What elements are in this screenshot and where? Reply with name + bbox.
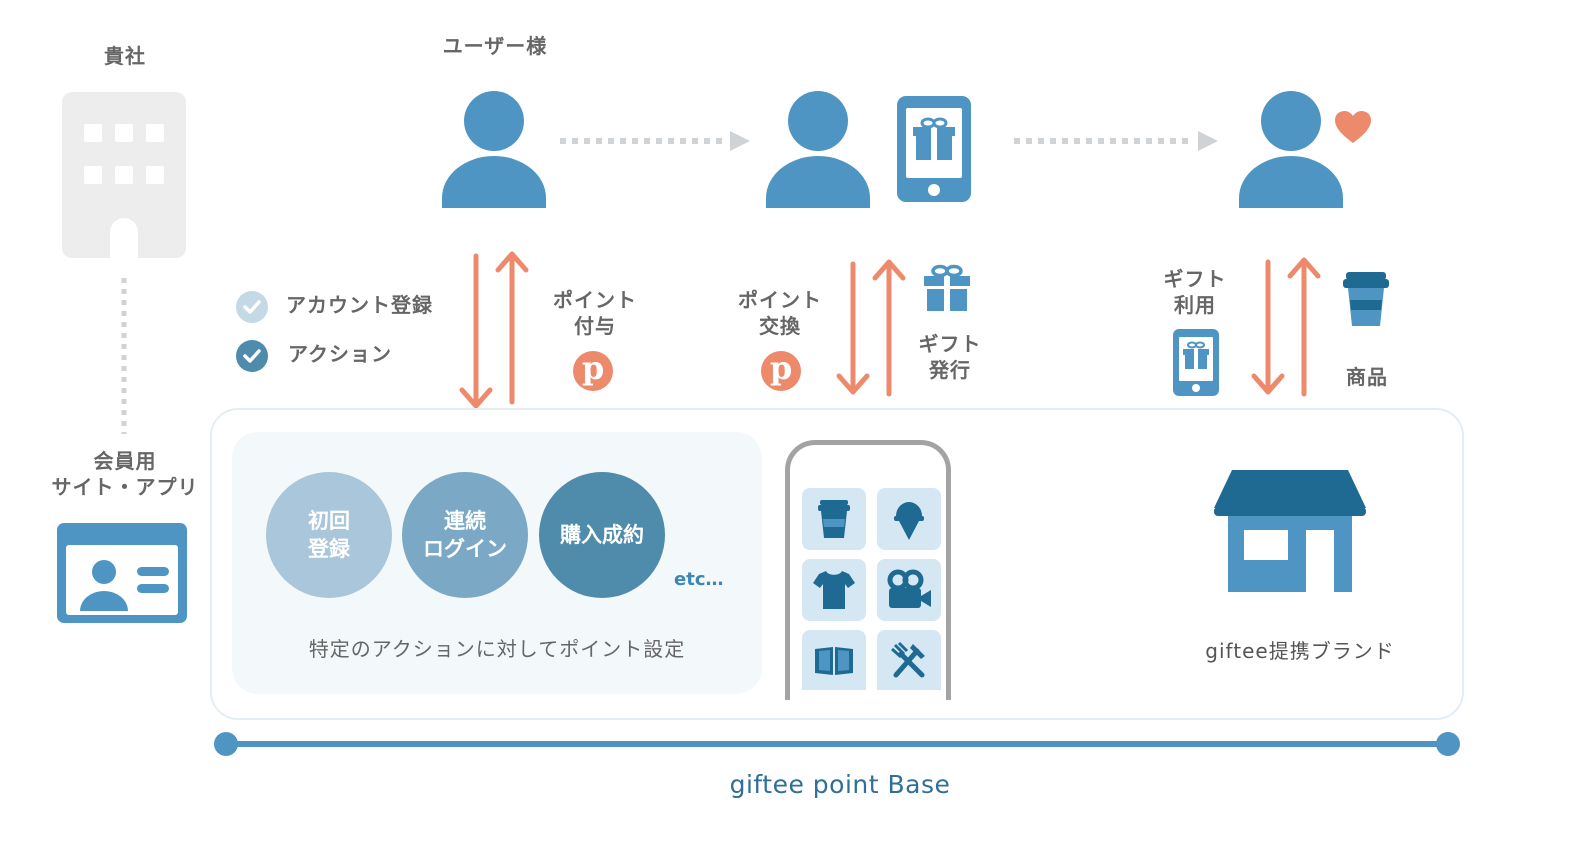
action-first-registration: 初回登録 (266, 472, 392, 598)
user-icon (442, 91, 546, 208)
gift-box-icon (924, 264, 970, 311)
action-consecutive-login: 連続ログイン (402, 472, 528, 598)
user-label: ユーザー様 (442, 34, 548, 58)
coffee-cup-icon (1343, 272, 1389, 326)
exchange-arrows-2 (836, 259, 906, 397)
ice-cream-icon (894, 502, 924, 540)
check-icon-registration (236, 291, 268, 323)
dotted-arrow-1 (560, 131, 750, 151)
book-icon (815, 647, 853, 675)
smartphone-gift-icon-small (1173, 329, 1219, 396)
platform-timeline (214, 732, 1460, 756)
point-exchange-label-line1: ポイント (738, 288, 822, 312)
store-icon (1214, 470, 1366, 592)
account-registration-label: アカウント登録 (286, 293, 433, 317)
gift-use-label-line2: 利用 (1174, 293, 1216, 317)
action-label: アクション (288, 342, 392, 366)
company-dotted-line (121, 278, 127, 434)
dotted-arrow-2 (1014, 131, 1218, 151)
gift-issue-label-line2: 発行 (929, 358, 971, 382)
catalog-tile-book (802, 630, 866, 690)
check-icon-action (236, 340, 268, 372)
heart-icon (1335, 111, 1371, 143)
member-site-label-line2: サイト・アプリ (51, 475, 199, 499)
point-grant-label-line1: ポイント (553, 288, 637, 312)
etc-label: etc… (674, 569, 724, 590)
member-card-icon (57, 523, 187, 623)
member-site-label-line1: 会員用 (93, 449, 157, 473)
gift-use-label-line1: ギフト (1163, 267, 1227, 291)
cutlery-icon (891, 641, 925, 678)
action-caption: 特定のアクションに対してポイント設定 (308, 637, 686, 661)
exchange-arrows-3 (1251, 257, 1321, 397)
product-label: 商品 (1346, 365, 1388, 389)
coffee-cup-icon (818, 500, 850, 538)
company-label: 貴社 (104, 44, 146, 68)
action-purchase: 購入成約 (539, 472, 665, 598)
smartphone-gift-icon (897, 96, 971, 202)
building-icon (62, 92, 186, 258)
point-exchange-label-line2: 交換 (759, 314, 801, 338)
platform-name: giftee point Base (729, 770, 951, 799)
exchange-arrows-1 (459, 251, 529, 409)
point-badge-icon: p (573, 351, 613, 391)
video-camera-icon (887, 569, 931, 608)
happy-user-icon (1239, 91, 1343, 208)
user-with-phone-icon (766, 91, 870, 208)
gift-issue-label-line1: ギフト (918, 332, 982, 356)
tshirt-icon (813, 571, 855, 609)
point-grant-label-line2: 付与 (574, 314, 616, 338)
partner-brands-caption: giftee提携ブランド (1205, 639, 1395, 663)
point-badge-icon: p (761, 351, 801, 391)
